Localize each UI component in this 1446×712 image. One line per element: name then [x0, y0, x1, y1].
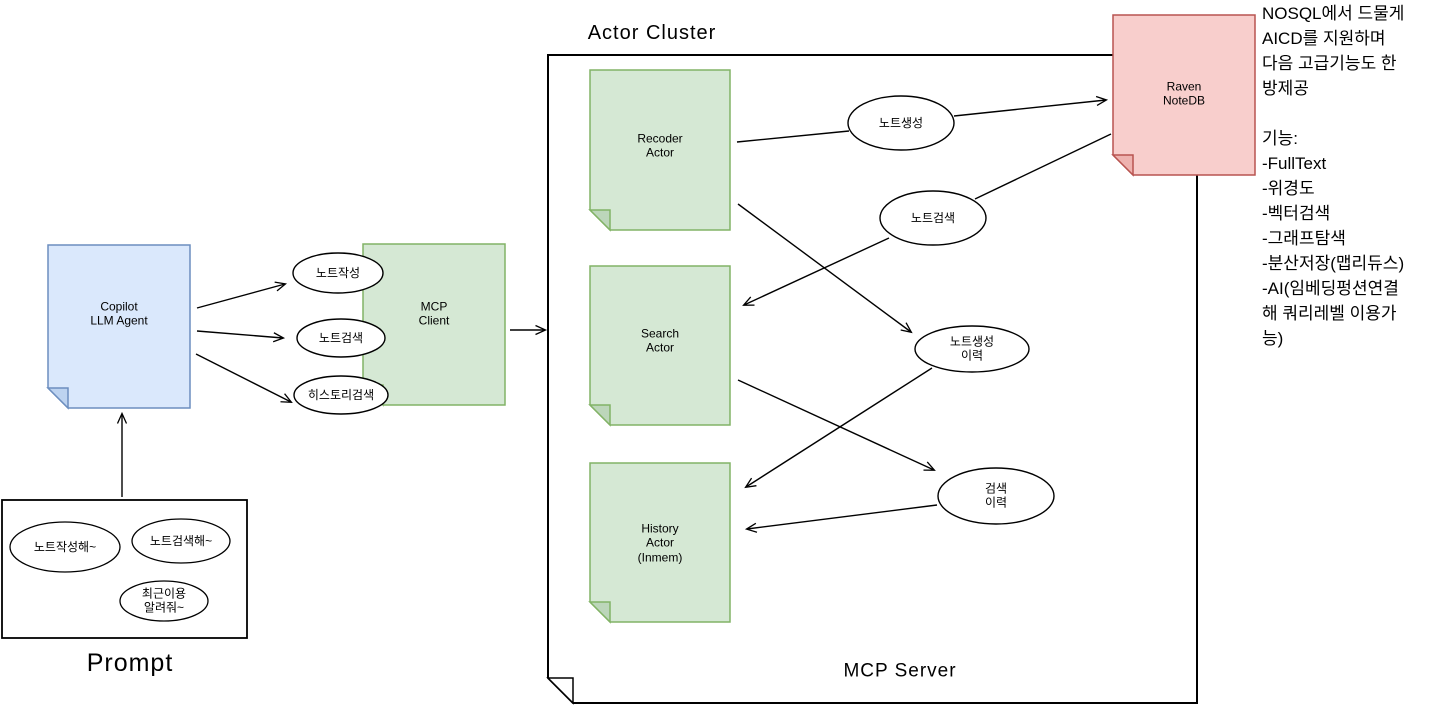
usecase-note-create-history-ellipse — [914, 325, 1030, 373]
copilot-note-fold-icon — [46, 387, 69, 410]
raven-feature-note: NOSQL에서 드물게 AICD를 지원하며 다음 고급기능도 한 방제공 기능… — [1262, 4, 1405, 348]
arrow-copilot-to-note-write — [196, 281, 288, 309]
arrow-copilot-to-history-search — [195, 353, 293, 403]
search-actor-note — [588, 265, 731, 427]
history-actor-note — [588, 462, 731, 624]
prompt-recent-usage-ellipse — [119, 580, 209, 622]
mcp-server-box-fold-icon — [546, 677, 574, 705]
search-actor-note-fold-icon — [588, 404, 611, 427]
arrow-note-search-server-to-search-actor — [742, 237, 890, 306]
history-actor-note-fold-icon — [588, 601, 611, 624]
usecase-note-search-ellipse — [296, 318, 386, 358]
usecase-note-write-ellipse — [292, 252, 384, 294]
line-raven-to-note-search-server — [974, 133, 1112, 200]
arrow-note-create-to-raven — [953, 95, 1109, 117]
arrow-search-actor-to-search-history — [737, 379, 936, 471]
prompt-note-write-ellipse — [9, 521, 121, 573]
mcp-client-note — [361, 243, 506, 407]
prompt-note-search-ellipse — [131, 518, 231, 564]
arrow-note-create-history-to-history-actor — [744, 367, 933, 489]
copilot-note — [46, 244, 191, 410]
recoder-actor-note — [588, 69, 731, 232]
arrow-search-history-to-history-actor — [744, 504, 938, 533]
arrow-copilot-to-note-search — [196, 330, 286, 343]
raven-notedb-note-fold-icon — [1111, 154, 1134, 177]
line-recoder-to-note-create — [736, 130, 850, 143]
recoder-actor-note-fold-icon — [588, 209, 611, 232]
usecase-note-create-ellipse — [847, 95, 955, 151]
usecase-note-search-server-ellipse — [879, 190, 987, 246]
usecase-history-search-ellipse — [293, 375, 389, 415]
raven-notedb-note — [1111, 14, 1256, 177]
usecase-search-history-ellipse — [937, 467, 1055, 525]
